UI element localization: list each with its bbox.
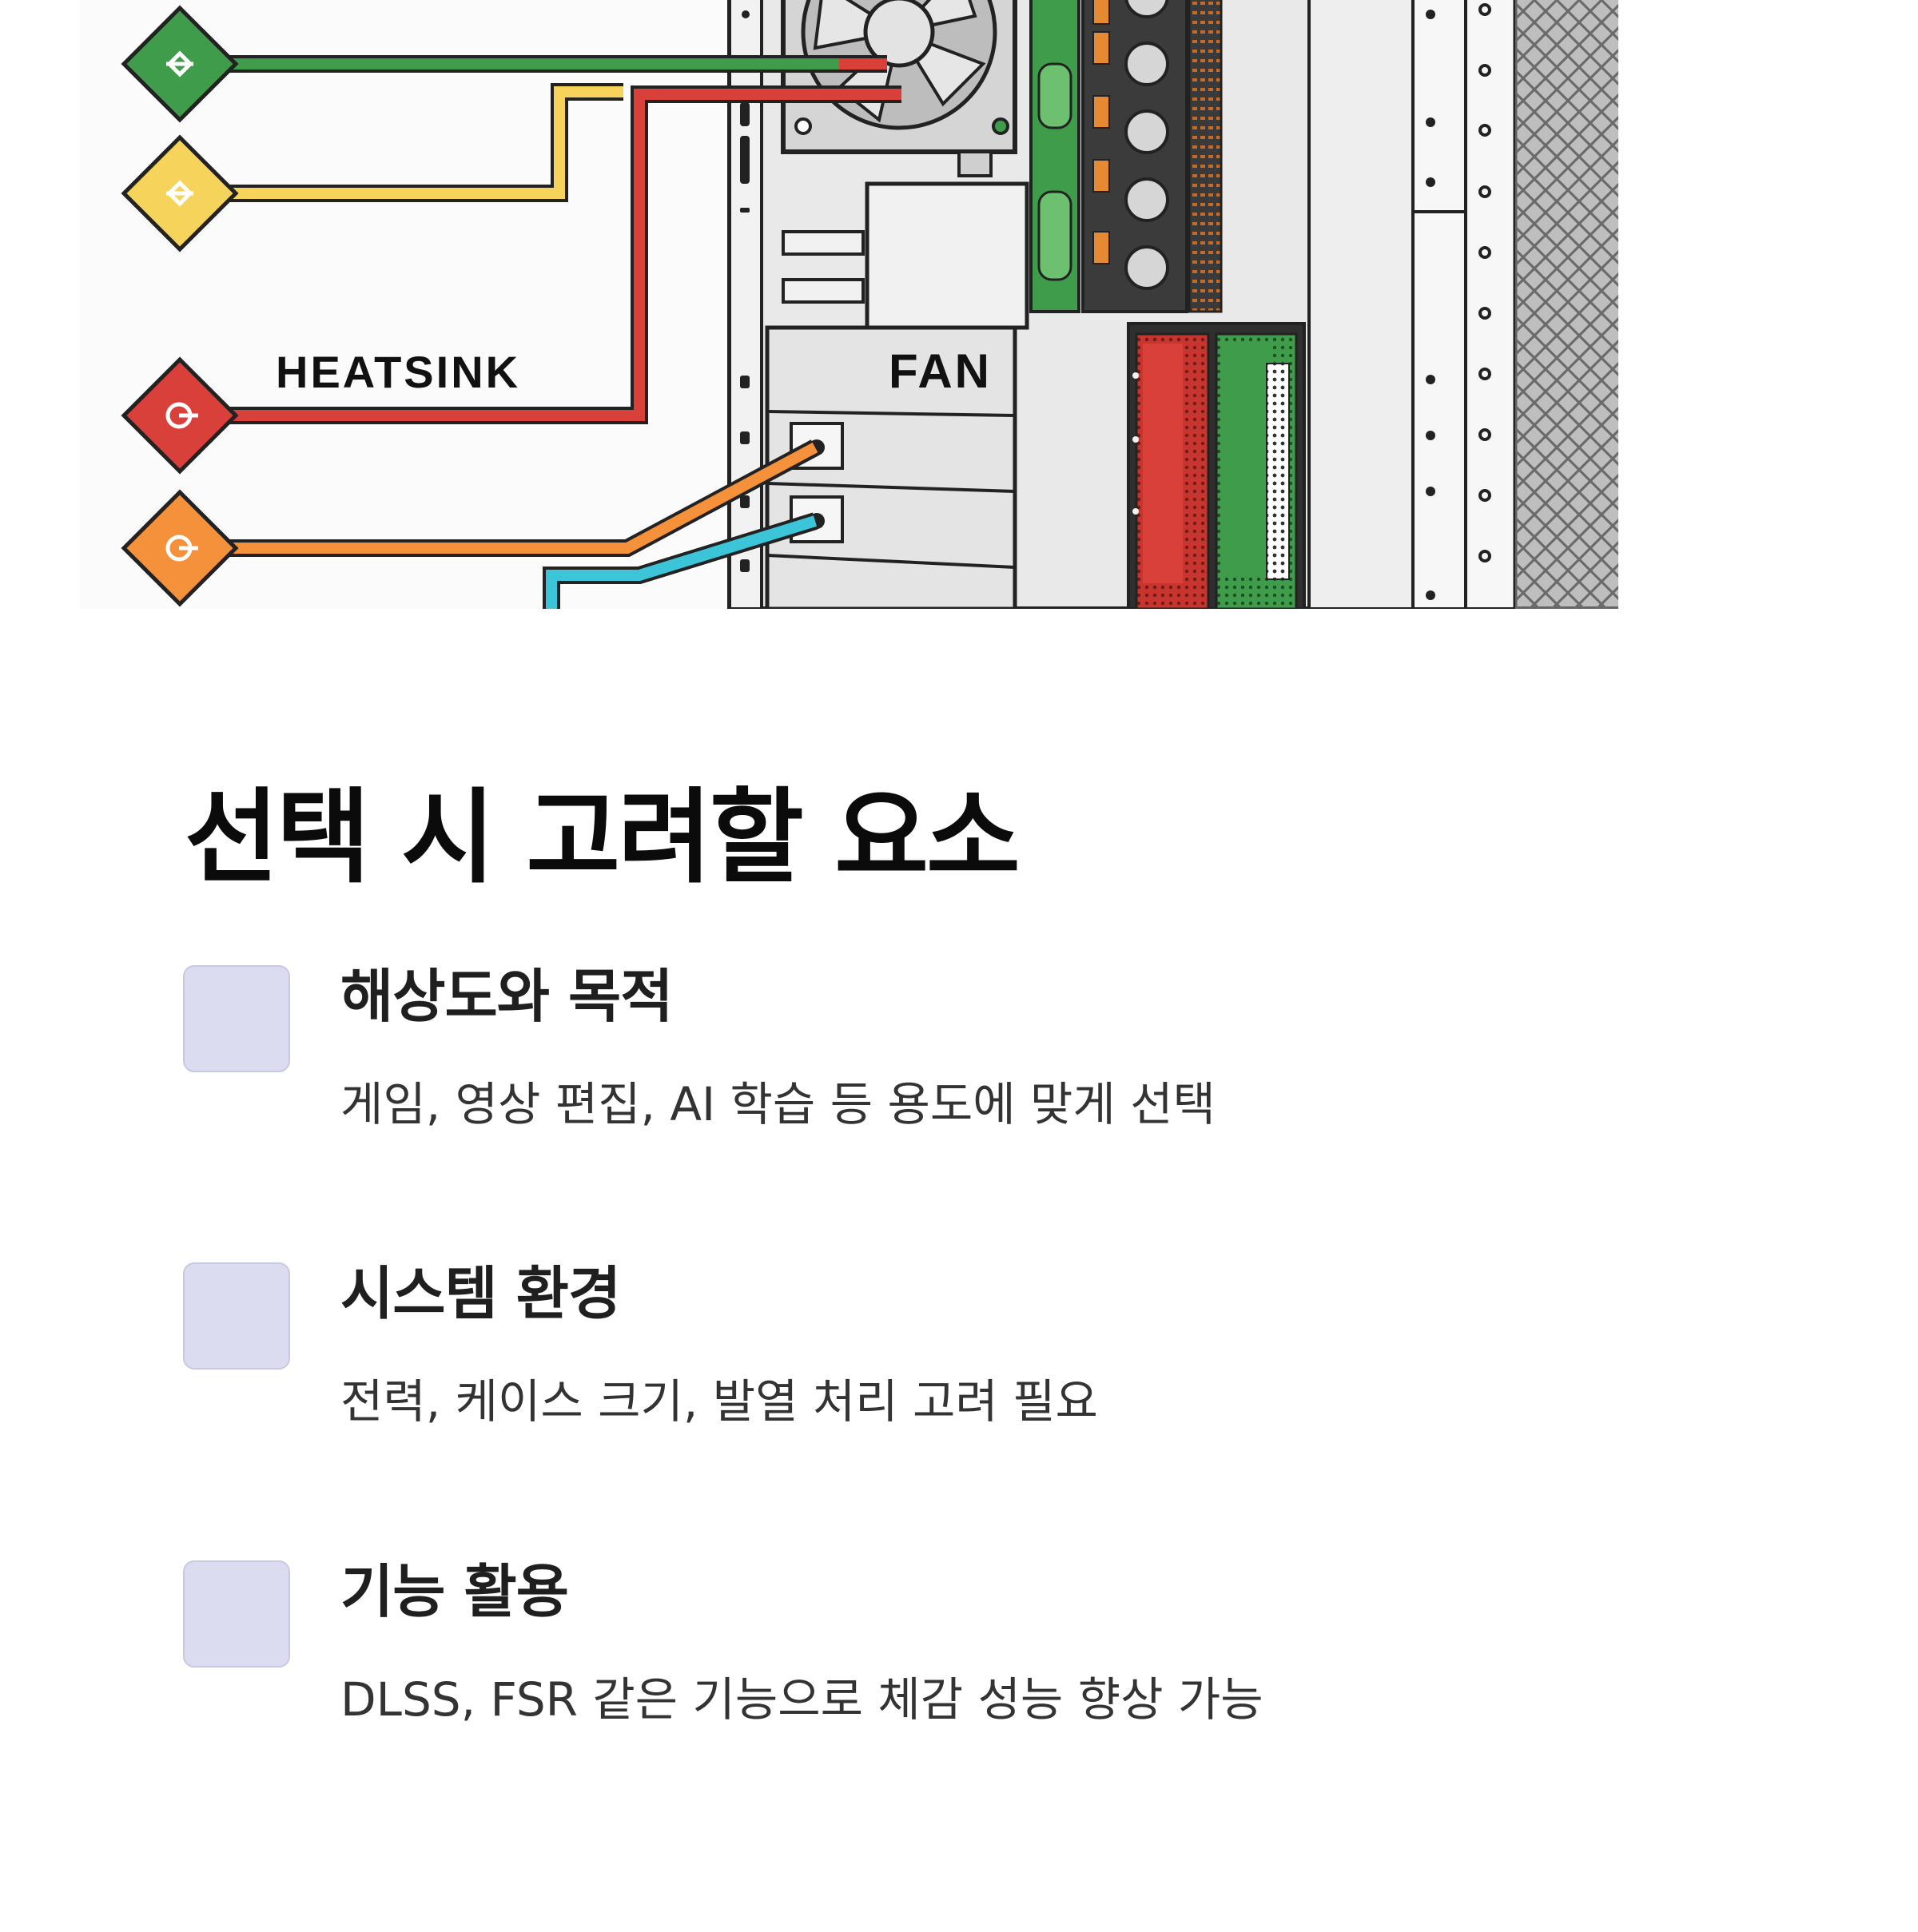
square-icon [183,1560,290,1668]
section-title: 선택 시 고려할 요소 [185,778,1021,897]
pc-case [727,0,1618,609]
item-description: 게임, 영상 편집, AI 학습 등 용도에 맞게 선택 [340,1077,1216,1131]
item-title: 해상도와 목적 [340,963,674,1030]
square-icon [183,1262,290,1369]
callout-markers [121,5,239,607]
marker-green-icon [121,5,239,123]
marker-orange-icon [121,489,239,607]
fan-label: FAN [889,344,992,398]
marker-yellow-icon [121,134,239,252]
item-title: 시스템 환경 [340,1260,621,1327]
pc-internals-illustration: HEATSINK FAN [80,0,1618,609]
callout-lines [180,55,901,609]
item-description: DLSS, FSR 같은 기능으로 체감 성능 향상 가능 [340,1672,1263,1727]
item-description: 전력, 케이스 크기, 발열 처리 고려 필요 [340,1374,1098,1429]
square-icon [183,965,290,1072]
item-title: 기능 활용 [340,1558,569,1625]
marker-red-icon [121,356,239,475]
heatsink-label: HEATSINK [276,347,520,397]
